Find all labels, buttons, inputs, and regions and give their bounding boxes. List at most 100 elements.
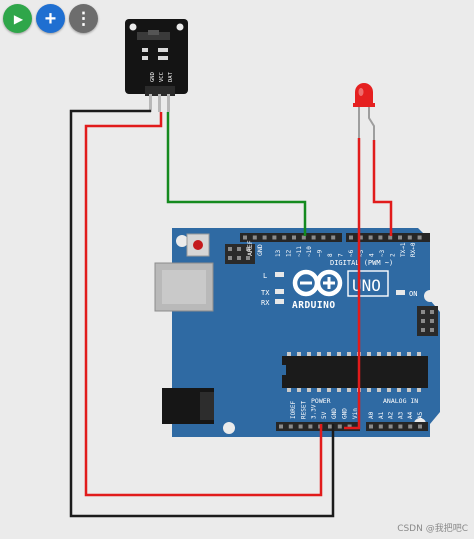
more-options-button[interactable]: ⋮ bbox=[69, 4, 98, 33]
analog-pin-socket[interactable] bbox=[408, 424, 413, 429]
power-pin-socket[interactable] bbox=[337, 424, 342, 429]
digital-pin-socket[interactable] bbox=[398, 235, 402, 240]
chip-pin bbox=[397, 352, 401, 356]
digital-pin-socket[interactable] bbox=[252, 235, 257, 240]
red-led[interactable] bbox=[353, 83, 375, 140]
power-pin-socket[interactable] bbox=[298, 424, 303, 429]
digital-pin-socket[interactable] bbox=[311, 235, 316, 240]
ir-receiver-module[interactable]: GND VCC DAT bbox=[125, 19, 188, 112]
power-pin-label: 3.3V bbox=[311, 404, 318, 419]
analog-pin-socket[interactable] bbox=[369, 424, 373, 429]
digital-pin-label: TX→1 bbox=[400, 242, 407, 257]
icsp-header-top bbox=[225, 244, 255, 264]
icsp-pin bbox=[228, 256, 232, 260]
ir-receiver-eye bbox=[137, 32, 170, 40]
chip-pin bbox=[407, 352, 411, 356]
reset-button-cap bbox=[193, 240, 203, 250]
chip-pin bbox=[387, 352, 391, 356]
icsp-pin bbox=[228, 247, 232, 251]
power-pin-socket[interactable] bbox=[279, 424, 283, 429]
digital-pin-socket[interactable] bbox=[243, 235, 247, 240]
sensor-pin-gnd[interactable] bbox=[149, 94, 152, 112]
led-anode-leg bbox=[368, 104, 375, 140]
more-vertical-icon: ⋮ bbox=[75, 9, 92, 28]
power-pin-socket[interactable] bbox=[347, 424, 352, 429]
led-tx bbox=[275, 289, 284, 294]
analog-pin-socket[interactable] bbox=[378, 424, 383, 429]
power-pin-socket[interactable] bbox=[288, 424, 293, 429]
power-pin-label: Vin bbox=[352, 408, 359, 419]
mounting-hole bbox=[176, 23, 184, 31]
power-pin-socket[interactable] bbox=[308, 424, 313, 429]
analog-pin-socket[interactable] bbox=[418, 424, 422, 429]
icsp-pin bbox=[430, 319, 434, 323]
chip-pin bbox=[337, 388, 341, 392]
gnd-pin-label: GND bbox=[256, 244, 264, 256]
power-pin-label: IOREF bbox=[290, 401, 297, 419]
icsp-pin bbox=[237, 247, 241, 251]
wire-red-led-cathode[interactable] bbox=[344, 138, 361, 430]
digital-header-right bbox=[346, 233, 430, 242]
watermark: CSDN @我把吧C bbox=[397, 524, 468, 534]
smd-resistor bbox=[142, 48, 148, 52]
chip-pin bbox=[307, 388, 311, 392]
digital-pin-socket[interactable] bbox=[272, 235, 277, 240]
analog-header bbox=[366, 422, 428, 431]
digital-pin-socket[interactable] bbox=[388, 235, 393, 240]
analog-pin-socket[interactable] bbox=[388, 424, 393, 429]
sensor-pin-vcc[interactable] bbox=[158, 94, 161, 112]
digital-pin-socket[interactable] bbox=[292, 235, 296, 240]
chip-pin bbox=[297, 388, 301, 392]
digital-pin-socket[interactable] bbox=[262, 235, 267, 240]
add-component-button[interactable]: + bbox=[36, 4, 65, 33]
digital-pin-socket[interactable] bbox=[349, 235, 353, 240]
toolbar: ▶ + ⋮ bbox=[3, 4, 103, 34]
analog-label: ANALOG IN bbox=[383, 397, 418, 405]
icsp-pin bbox=[421, 319, 425, 323]
led-l-label: L bbox=[263, 272, 267, 280]
icsp-pin bbox=[421, 310, 425, 314]
play-icon: ▶ bbox=[13, 11, 24, 26]
digital-pin-socket[interactable] bbox=[407, 235, 412, 240]
digital-pin-socket[interactable] bbox=[358, 235, 363, 240]
analog-pin-socket[interactable] bbox=[398, 424, 403, 429]
digital-pin-socket[interactable] bbox=[331, 235, 336, 240]
digital-pin-label: ~9 bbox=[317, 249, 324, 257]
led-rx bbox=[275, 299, 284, 304]
usb-connector-inner bbox=[162, 270, 206, 304]
ir-dome bbox=[148, 30, 159, 35]
mounting-hole bbox=[176, 235, 188, 247]
digital-pin-socket[interactable] bbox=[321, 235, 326, 240]
smd-led bbox=[142, 56, 148, 60]
chip-pin bbox=[347, 352, 351, 356]
digital-pin-label: 7 bbox=[337, 253, 344, 257]
chip-pin bbox=[307, 352, 311, 356]
led-cathode-leg bbox=[358, 104, 360, 139]
digital-pin-socket[interactable] bbox=[282, 235, 287, 240]
icsp-pin bbox=[246, 247, 250, 251]
power-pin-socket[interactable] bbox=[328, 424, 332, 429]
chip-pin bbox=[397, 388, 401, 392]
wire-green-signal[interactable] bbox=[166, 112, 307, 236]
mounting-hole bbox=[129, 23, 137, 31]
mounting-hole bbox=[223, 422, 235, 434]
chip-pin bbox=[417, 352, 421, 356]
icsp-pin bbox=[430, 310, 434, 314]
digital-pin-label: 13 bbox=[275, 249, 282, 257]
sensor-pin-dat[interactable] bbox=[167, 94, 170, 112]
wire-red-led-anode[interactable] bbox=[372, 140, 393, 236]
power-pin-label: GND bbox=[342, 408, 349, 419]
digital-pin-socket[interactable] bbox=[301, 235, 306, 240]
start-simulation-button[interactable]: ▶ bbox=[3, 4, 32, 33]
digital-pin-socket[interactable] bbox=[378, 235, 383, 240]
power-pin-label: 5V bbox=[321, 411, 328, 419]
digital-pin-label: 12 bbox=[285, 249, 292, 257]
wire-black-gnd[interactable] bbox=[69, 109, 335, 518]
digital-pin-socket[interactable] bbox=[368, 235, 373, 240]
chip-pin bbox=[327, 352, 331, 356]
wire-red-vcc[interactable] bbox=[84, 112, 323, 497]
icsp-pin bbox=[237, 256, 241, 260]
digital-pin-socket[interactable] bbox=[417, 235, 422, 240]
